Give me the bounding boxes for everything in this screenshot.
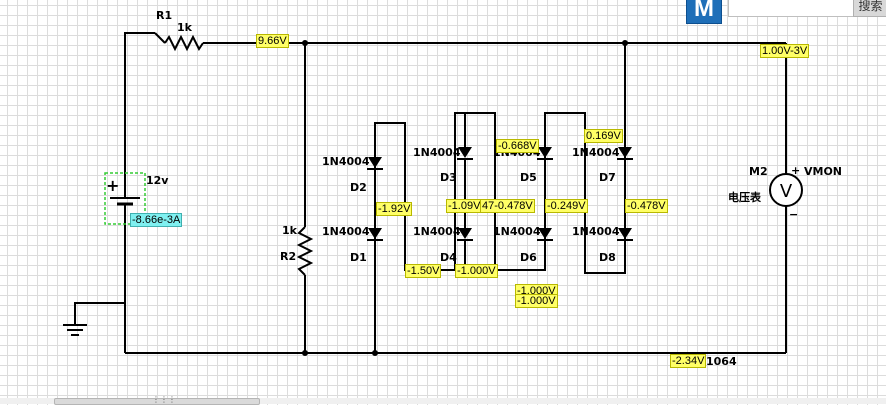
probe-9-66v[interactable]: 9.66V (256, 34, 289, 48)
d7-part-label: 1N4004 (572, 146, 620, 159)
battery-voltage-label: 12v (146, 174, 169, 187)
probe-d7[interactable]: -0.478V (625, 199, 668, 213)
diode-d2[interactable] (367, 157, 383, 170)
diode-d3[interactable] (457, 113, 473, 228)
junction-dot (372, 350, 378, 356)
diode-d6[interactable] (537, 228, 553, 241)
meter-name-label: M2 (749, 165, 768, 178)
probe-d5-top[interactable]: -0.668V (496, 139, 539, 153)
probe-1-000v-b[interactable]: -1.000V (515, 294, 558, 308)
d6-name-label: D6 (520, 251, 537, 264)
meter-plus: + (791, 164, 800, 177)
r1-name-label: R1 (156, 9, 172, 22)
junctions (302, 40, 628, 356)
d1-part-label: 1N4004 (322, 225, 370, 238)
probe-meter-voltage[interactable]: 1.00V-3V (760, 44, 810, 58)
probe-battery-current[interactable]: -8.66e-3A (130, 213, 183, 227)
meter-symbol: V (780, 181, 793, 202)
d1-name-label: D1 (350, 251, 367, 264)
resistor-r1[interactable] (154, 32, 204, 52)
d8-name-label: D8 (599, 251, 616, 264)
d56-link (515, 43, 626, 274)
d5-name-label: D5 (520, 171, 537, 184)
search-input[interactable] (728, 0, 856, 17)
d6-part-label: 1N4004 (493, 225, 541, 238)
probe-2-34v[interactable]: -2.34V (670, 354, 707, 368)
wires (74, 32, 787, 354)
probe-d3[interactable]: -1.09V (446, 199, 483, 213)
meter-probe-label: VMON (804, 165, 842, 178)
d7-name-label: D7 (599, 171, 616, 184)
d2-name-label: D2 (350, 181, 367, 194)
battery-plus-label: + (106, 176, 119, 195)
d3-name-label: D3 (440, 171, 457, 184)
junction-dot (302, 40, 308, 46)
probe-1-50v[interactable]: -1.50V (405, 264, 442, 278)
node-1064-label: 1064 (706, 355, 737, 368)
component-labels: R1 1k 1k R2 + 12v 1N4004 D2 1N4004 D1 1N… (106, 9, 842, 368)
diode-d8[interactable] (617, 228, 633, 241)
d8-part-label: 1N4004 (572, 225, 620, 238)
meter-type-label: 电压表 (728, 190, 762, 204)
diode-d1[interactable] (367, 228, 383, 241)
probe-d4[interactable]: -1.000V (455, 264, 498, 278)
resistor-r2[interactable] (296, 226, 314, 276)
junction-dot (302, 350, 308, 356)
ground-symbol (63, 324, 87, 336)
r2-name-label: R2 (280, 250, 296, 263)
probe-0-249v[interactable]: -0.249V (545, 199, 588, 213)
app-logo[interactable]: M (686, 0, 722, 24)
battery-12v[interactable] (104, 172, 146, 225)
d2-part-label: 1N4004 (322, 155, 370, 168)
diode-d5[interactable] (537, 147, 553, 160)
diode-d7[interactable] (617, 147, 633, 160)
d4-part-label: 1N4004 (413, 225, 461, 238)
probe-0-169v[interactable]: 0.169V (584, 129, 623, 143)
junction-dot (622, 40, 628, 46)
left-wire (124, 32, 155, 180)
horizontal-scrollbar-track[interactable] (0, 398, 886, 404)
search-button[interactable]: 搜索 (853, 0, 886, 17)
meter-minus: − (789, 208, 798, 221)
probe-d2[interactable]: -1.92V (376, 202, 413, 216)
r2-value-label: 1k (282, 224, 298, 237)
probe-47-0-478v[interactable]: 47-0.478V (480, 199, 535, 213)
d3-part-label: 1N4004 (413, 146, 461, 159)
scrollbar-grip-icon: ⋮⋮⋮ (152, 395, 176, 404)
ground-wire (74, 302, 125, 325)
r1-value-label: 1k (177, 21, 193, 34)
d4-name-label: D4 (440, 251, 457, 264)
voltmeter-m2[interactable]: V + − (769, 164, 803, 221)
